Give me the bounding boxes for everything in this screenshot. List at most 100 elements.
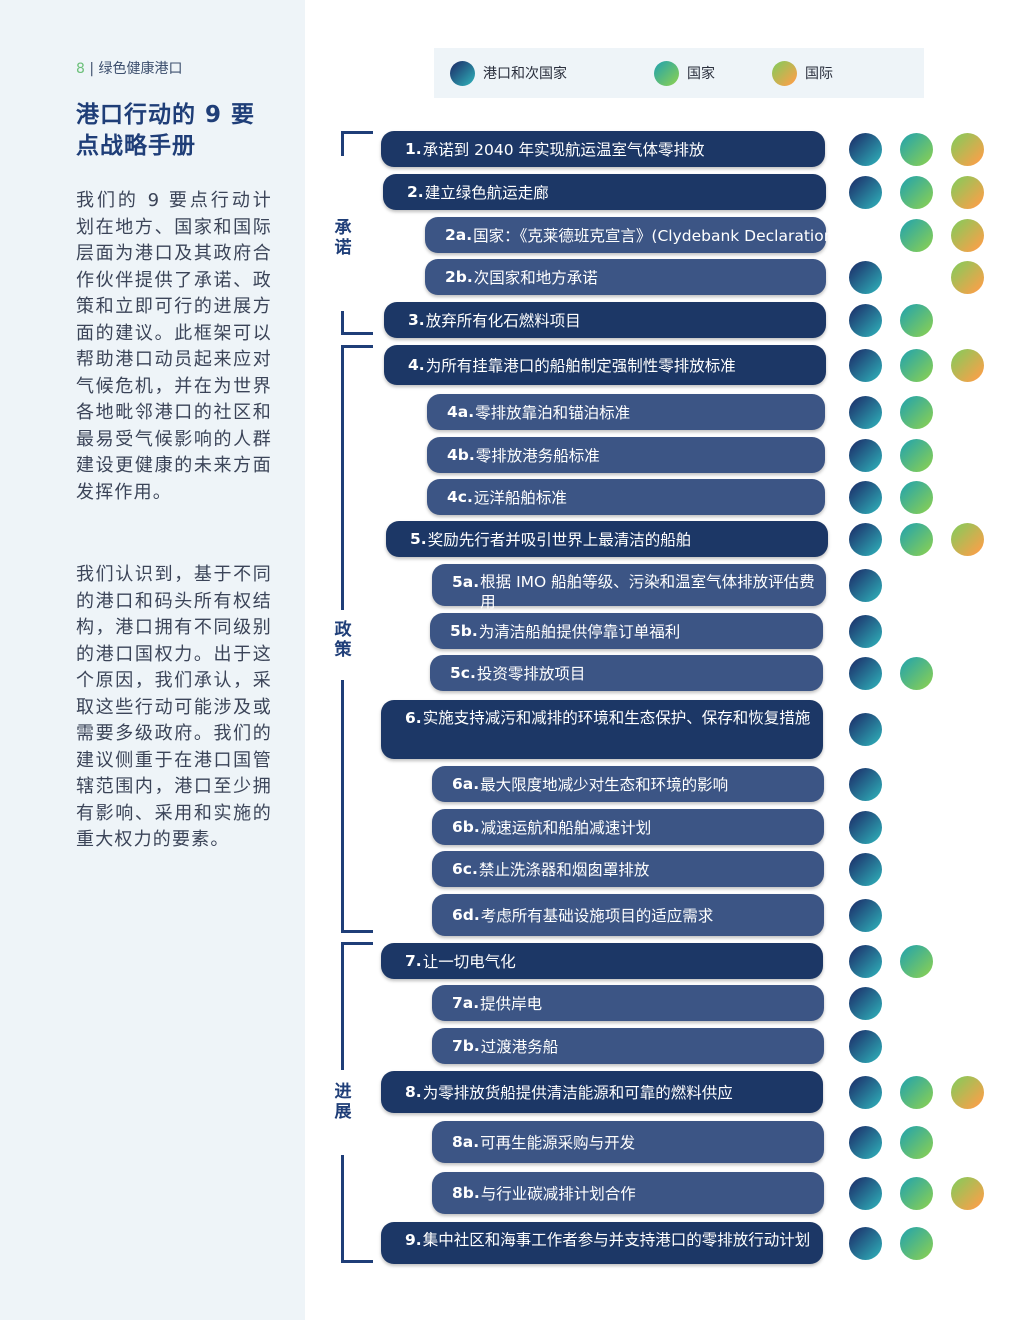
international-dot-icon [772, 60, 797, 86]
policy-bracket-top [341, 345, 344, 610]
action-item: 6.实施支持减污和减排的环境和生态保护、保存和恢复措施 [381, 700, 823, 759]
national-dot-icon [900, 1075, 933, 1109]
action-item: 6c.禁止洗涤器和烟囱罩排放 [432, 851, 824, 887]
action-number: 4b. [447, 446, 475, 464]
action-item: 8a.可再生能源采购与开发 [432, 1121, 824, 1163]
page-header: 8 | 绿色健康港口 [76, 58, 183, 78]
action-item: 6d.考虑所有基础设施项目的适应需求 [432, 894, 824, 936]
action-text: 为清洁船舶提供停靠订单福利 [478, 623, 681, 641]
legend-label: 国际 [805, 66, 833, 82]
progress-bracket-bottom [341, 1155, 344, 1263]
page-section: 绿色健康港口 [98, 61, 183, 77]
action-item: 5b.为清洁船舶提供停靠订单福利 [430, 613, 823, 649]
national-dot-icon [654, 60, 679, 86]
international-dot-icon [951, 522, 984, 556]
action-text: 零排放港务船标准 [475, 447, 600, 465]
national-dot-icon [900, 656, 933, 690]
commit-bracket-top [341, 131, 344, 156]
legend-item-port: 港口和次国家 [450, 48, 567, 98]
international-dot-icon [951, 260, 984, 294]
international-dot-icon [951, 1176, 984, 1210]
port-subnational-dot-icon [849, 480, 882, 514]
action-number: 5b. [450, 622, 478, 640]
action-item: 9.集中社区和海事工作者参与并支持港口的零排放行动计划 [381, 1222, 823, 1264]
action-item: 7b.过渡港务船 [432, 1028, 824, 1064]
policy-bracket-bottom [341, 680, 344, 933]
action-number: 2. [407, 183, 424, 201]
action-number: 3. [408, 311, 425, 329]
national-dot-icon [900, 522, 933, 556]
action-number: 6c. [452, 860, 478, 878]
international-dot-icon [951, 218, 984, 252]
action-number: 4a. [447, 403, 475, 421]
sidebar-panel [0, 0, 305, 1320]
second-paragraph: 我们认识到，基于不同的港口和码头所有权结构，港口拥有不同级别的港口国权力。出于这… [76, 564, 272, 850]
action-text: 减速运航和船舶减速计划 [480, 819, 652, 837]
action-text: 建立绿色航运走廊 [424, 184, 549, 202]
progress-bracket-top [341, 942, 344, 1070]
action-text: 过渡港务船 [480, 1038, 559, 1056]
action-number: 6b. [452, 818, 480, 836]
national-dot-icon [900, 1125, 933, 1159]
legend-item-national: 国家 [654, 48, 715, 98]
international-dot-icon [951, 175, 984, 209]
national-dot-icon [900, 348, 933, 382]
bracket-tick [341, 345, 373, 348]
international-dot-icon [951, 348, 984, 382]
action-item: 2.建立绿色航运走廊 [383, 174, 826, 210]
national-dot-icon [900, 480, 933, 514]
bracket-tick [341, 942, 373, 945]
action-number: 7. [405, 952, 422, 970]
action-text: 为零排放货船提供清洁能源和可靠的燃料供应 [422, 1084, 733, 1102]
port-subnational-dot-icon [849, 175, 882, 209]
action-number: 4. [408, 356, 425, 374]
port-subnational-dot-icon [849, 438, 882, 472]
port-subnational-dot-icon [849, 348, 882, 382]
action-text: 让一切电气化 [422, 953, 516, 971]
action-number: 5c. [450, 664, 476, 682]
action-text: 实施支持减污和减排的环境和生态保护、保存和恢复措施 [422, 709, 811, 727]
national-dot-icon [900, 218, 933, 252]
action-text: 与行业碳减排计划合作 [480, 1185, 636, 1203]
bracket-tick [341, 131, 373, 134]
international-dot-icon [951, 1075, 984, 1109]
section-label-progress: 进展 [334, 1082, 352, 1122]
intro-paragraph: 我们的 9 要点行动计划在地方、国家和国际层面为港口及其政府合作伙伴提供了承诺、… [76, 190, 272, 503]
bracket-tick [341, 930, 373, 933]
action-item: 3.放弃所有化石燃料项目 [384, 302, 826, 338]
action-number: 9. [405, 1231, 422, 1249]
port-subnational-dot-icon [849, 713, 882, 746]
bracket-tick [341, 332, 373, 335]
national-dot-icon [900, 175, 933, 209]
action-text: 考虑所有基础设施项目的适应需求 [480, 907, 714, 925]
port-subnational-dot-icon [849, 1226, 882, 1260]
national-dot-icon [900, 395, 933, 429]
port-subnational-dot-icon [849, 522, 882, 556]
action-number: 7b. [452, 1037, 480, 1055]
action-number: 5a. [452, 573, 480, 591]
action-item: 5.奖励先行者并吸引世界上最清洁的船舶 [386, 521, 828, 557]
action-text: 可再生能源采购与开发 [480, 1134, 636, 1152]
action-text: 远洋船舶标准 [473, 489, 567, 507]
action-item: 7a.提供岸电 [432, 985, 824, 1021]
international-dot-icon [951, 132, 984, 166]
port-subnational-dot-icon [849, 132, 882, 166]
port-subnational-dot-icon [849, 852, 882, 886]
action-item: 2a.国家：《克莱德班克宣言》(Clydebank Declaration) [425, 217, 840, 253]
page-number: 8 [76, 61, 85, 77]
port-subnational-dot-icon [450, 60, 475, 86]
port-subnational-dot-icon [849, 303, 882, 337]
national-dot-icon [900, 438, 933, 472]
page-title: 港口行动的 9 要点战略手册 [76, 102, 256, 159]
action-number: 6a. [452, 775, 480, 793]
action-number: 6. [405, 709, 422, 727]
section-label-policy: 政策 [334, 620, 352, 660]
action-text: 为所有挂靠港口的船舶制定强制性零排放标准 [425, 357, 736, 375]
action-number: 1. [405, 140, 422, 158]
action-item: 5c.投资零排放项目 [430, 655, 823, 691]
action-text: 根据 IMO 船舶等级、污染和温室气体排放评估费用 [480, 573, 815, 611]
port-subnational-dot-icon [849, 395, 882, 429]
national-dot-icon [900, 132, 933, 166]
action-number: 2a. [445, 226, 473, 244]
action-item: 6a.最大限度地减少对生态和环境的影响 [432, 766, 824, 802]
